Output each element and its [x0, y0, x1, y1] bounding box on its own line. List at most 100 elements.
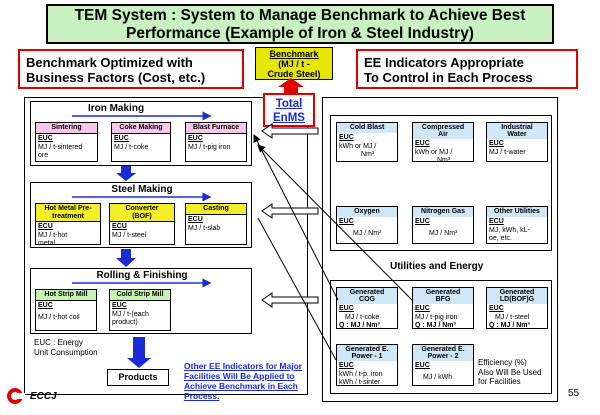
card-name: Industrial Water	[487, 123, 547, 139]
card-nitrogen-gas: Nitrogen Gas EUC MJ / Nm³	[412, 206, 474, 244]
card-unit: MJ / t-coke	[345, 314, 380, 321]
other-note-line-1: Other EE Indicators for Major	[184, 361, 303, 371]
card-industrial-water: Industrial Water EUC MJ / t-water	[486, 122, 548, 162]
card-unit-2: kWh / t-sinter	[339, 379, 381, 386]
card-unit-2: Nm³	[361, 151, 375, 158]
card-unit: MJ / t-coke	[114, 144, 149, 151]
card-generated-bfg: Generated BFG EUC MJ / t-pig iron Q : MJ…	[412, 287, 474, 329]
card-euc: EUC	[114, 135, 129, 142]
card-euc: EUC	[415, 305, 430, 312]
rolling-finishing-title: Rolling & Finishing	[96, 270, 188, 281]
callout-left-line-1: Benchmark Optimized with	[26, 55, 193, 70]
page-number: 55	[568, 388, 580, 399]
card-euc: ECU	[112, 223, 127, 230]
euc-note: EUC : Energy Unit Consumption	[34, 338, 98, 357]
other-note-line-4: Process.	[184, 391, 220, 401]
card-euc: EUC	[339, 134, 354, 141]
card-unit: MJ, kWh, kL-	[489, 227, 530, 234]
card-unit-2: product)	[112, 319, 138, 326]
card-name-2: (BOF)	[132, 212, 152, 220]
card-unit: MJ / t-slab	[188, 225, 221, 232]
steel-making-title: Steel Making	[111, 184, 173, 195]
card-unit: MJ / t-steel	[495, 314, 530, 321]
ee-indicators-callout: EE Indicators Appropriate To Control in …	[356, 49, 578, 89]
card-unit-2: oe, etc.	[489, 235, 512, 242]
card-unit: MJ / t-hot coil	[38, 314, 80, 321]
card-euc: EUC	[339, 305, 354, 312]
card-unit: kWh or MJ /	[415, 149, 453, 156]
callout-right-line-2: To Control in Each Process	[364, 70, 533, 85]
card-name: Casting	[186, 204, 246, 215]
card-euc: EUC	[188, 135, 203, 142]
card-unit: kWh or MJ /	[339, 143, 377, 150]
card-name-2: Power - 2	[427, 353, 459, 360]
card-oxygen: Oxygen EUC MJ / Nm³	[336, 206, 398, 244]
card-euc: EUC	[415, 362, 430, 369]
card-name: Generated E. Power - 2	[413, 345, 473, 361]
products-label: Products	[118, 372, 158, 382]
card-hot-strip-mill: Hot Strip Mill EUC MJ / t-hot coil	[35, 289, 97, 331]
euc-note-line-1: EUC : Energy	[34, 338, 83, 347]
card-name: Compressed Air	[413, 123, 473, 139]
efficiency-note-line-3: for Facilities	[478, 377, 521, 386]
page-title: TEM System : System to Manage Benchmark …	[46, 4, 554, 44]
euc-note-line-2: Unit Consumption	[34, 347, 98, 357]
card-blast-furnace: Blast Furnace EUC MJ / t-pig iron	[185, 122, 247, 162]
card-unit: MJ / t-pig iron	[415, 314, 458, 321]
card-sintering: Sintering EUC MJ / t-sintered ore	[35, 122, 98, 162]
card-unit: MJ / t-pig iron	[188, 144, 231, 151]
card-name-1: Generated E.	[421, 346, 465, 353]
card-unit: MJ / t-steel	[112, 232, 147, 239]
card-unit: MJ / t-water	[489, 149, 526, 156]
card-name-2: COG	[359, 296, 375, 303]
card-unit: MJ / Nm³	[429, 230, 458, 237]
card-name-2: Air	[438, 131, 448, 138]
card-euc: EUC	[415, 140, 430, 147]
card-unit-2: Nm³	[437, 157, 451, 164]
card-name: Cold Strip Mill	[110, 290, 170, 301]
steel-making-group: Steel Making Hot Metal Pre- treatment EC…	[30, 182, 252, 248]
card-generated-power-1: Generated E. Power - 1 EUC kWh / t-p. ir…	[336, 344, 398, 386]
card-euc: ECU	[489, 218, 504, 225]
card-euc: EUC	[489, 305, 504, 312]
card-compressed-air: Compressed Air EUC kWh or MJ / Nm³	[412, 122, 474, 164]
card-hot-metal-pretreatment: Hot Metal Pre- treatment ECU MJ / t-hot …	[35, 203, 101, 247]
card-unit-2: Q : MJ / Nm³	[415, 322, 456, 329]
other-note-line-2: Facilities Will Be Applied to	[184, 371, 295, 381]
eccj-logo-icon	[7, 388, 25, 404]
card-unit-2: Q : MJ / Nm³	[489, 322, 530, 329]
card-euc: EUC	[489, 140, 504, 147]
iron-making-group: Iron Making Sintering EUC MJ / t-sintere…	[30, 101, 252, 166]
card-euc: EUC	[38, 302, 53, 309]
card-name: Cold Blast	[337, 123, 397, 133]
card-unit-2: Q : MJ / Nm³	[339, 322, 380, 329]
card-name-1: Generated	[425, 289, 461, 296]
card-euc: EUC	[112, 302, 127, 309]
benchmark-unit-1: (MJ / t -	[278, 59, 310, 69]
card-name-2: LD(BOF)G	[499, 296, 535, 303]
benchmark-optimized-callout: Benchmark Optimized with Business Factor…	[18, 49, 244, 89]
card-unit: MJ / t-hot	[38, 232, 68, 239]
card-other-utilities: Other Utilities ECU MJ, kWh, kL- oe, etc…	[486, 206, 548, 244]
card-name: Sintering	[36, 123, 97, 134]
rolling-finishing-group: Rolling & Finishing Hot Strip Mill EUC M…	[30, 268, 252, 334]
card-name: Nitrogen Gas	[413, 207, 473, 217]
iron-making-title: Iron Making	[87, 103, 145, 114]
card-generated-power-2: Generated E. Power - 2 EUC MJ / kWh	[412, 344, 474, 386]
card-unit: MJ / Nm³	[353, 230, 382, 237]
title-line-2: Performance (Example of Iron & Steel Ind…	[126, 25, 474, 42]
connector-lines	[253, 134, 413, 361]
card-generated-cog: Generated COG EUC MJ / t-coke Q : MJ / N…	[336, 287, 398, 329]
card-unit: kWh / t-p. iron	[339, 371, 383, 378]
card-unit: MJ / kWh	[423, 374, 453, 381]
card-name-2: BFG	[435, 296, 451, 303]
total-enms-box: Total EnMS	[263, 93, 315, 127]
benchmark-label: Benchmark	[269, 49, 319, 59]
other-note-line-3: Achieve Benchmark in Each	[184, 381, 298, 391]
benchmark-unit-2: Crude Steel)	[267, 69, 321, 79]
card-name: Converter (BOF)	[110, 204, 174, 222]
callout-left-line-2: Business Factors (Cost, etc.)	[26, 70, 206, 85]
card-name: Generated E. Power - 1	[337, 345, 397, 361]
card-name-2: treatment	[52, 212, 84, 220]
